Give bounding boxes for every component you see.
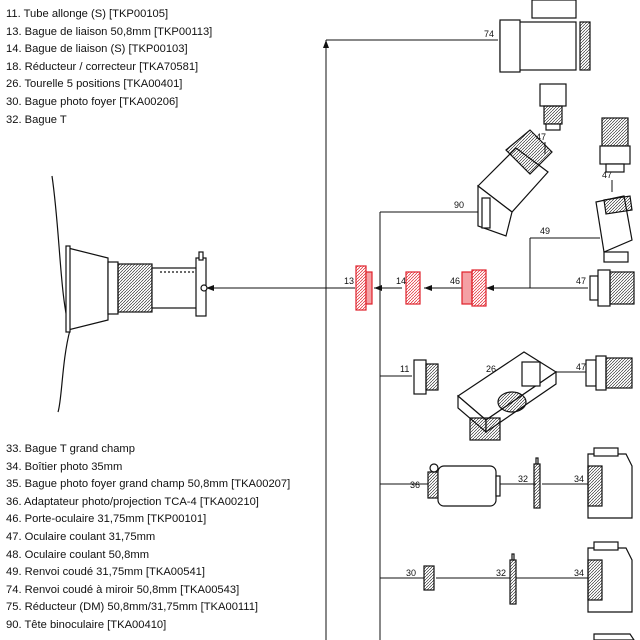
part-46-eyepiece-holder — [461, 269, 487, 307]
part-46-label: 46 — [450, 276, 460, 286]
legend-item: 13. Bague de liaison 50,8mm [TKP00113] — [6, 25, 213, 38]
part-camera-partial — [593, 633, 635, 640]
part-47-eyepiece-b — [599, 117, 631, 173]
part-26-turret — [457, 351, 558, 441]
part-49-label: 49 — [540, 226, 550, 236]
part-14-label: 14 — [396, 276, 406, 286]
part-49-diagonal — [595, 195, 633, 263]
part-36-label: 36 — [410, 480, 420, 490]
arrowheads — [206, 40, 494, 291]
part-26-label: 26 — [486, 364, 496, 374]
legend-item: 33. Bague T grand champ — [6, 443, 135, 455]
legend-top: 11. Tube allonge (S) [TKP00105] 13. Bagu… — [6, 6, 212, 129]
part-32-t-ring-a — [533, 457, 541, 509]
part-30-label: 30 — [406, 568, 416, 578]
part-11-extension-tube — [413, 359, 439, 395]
legend-item: 14. Bague de liaison (S) [TKP00103] — [6, 43, 188, 56]
legend-item: 32. Bague T — [6, 113, 67, 126]
legend-item: 48. Oculaire coulant 50,8mm — [6, 548, 150, 561]
legend-item: 18. Réducteur / correcteur [TKA70581] — [6, 60, 199, 73]
part-32a-label: 32 — [518, 474, 528, 484]
part-32b-label: 32 — [496, 568, 506, 578]
part-36-projection-adapter — [427, 463, 501, 507]
part-90-label: 90 — [454, 200, 464, 210]
part-13-ring — [355, 265, 373, 311]
legend-item: 26. Tourelle 5 positions [TKA00401] — [6, 78, 183, 91]
legend-item: 36. Adaptateur photo/projection TCA-4 [T… — [6, 495, 259, 508]
part-11-label: 11 — [400, 364, 409, 374]
connection-lines — [208, 39, 600, 640]
legend-item: 46. Porte-oculaire 31,75mm [TKP00101] — [6, 513, 207, 526]
part-34-camera-a — [587, 447, 633, 519]
legend-item: 11. Tube allonge (S) [TKP00105] — [6, 8, 169, 20]
part-47b-label: 47 — [602, 170, 612, 180]
part-47a-label: 47 — [536, 132, 546, 142]
part-14-ring — [405, 271, 421, 305]
legend-item: 35. Bague photo foyer grand champ 50,8mm… — [6, 478, 291, 491]
part-30-photo-ring — [423, 565, 435, 591]
part-90-binocular-head — [477, 129, 553, 237]
legend-item: 34. Boîtier photo 35mm — [6, 460, 123, 473]
part-13-label: 13 — [344, 276, 354, 286]
part-34a-label: 34 — [574, 474, 584, 484]
part-32-t-ring-b — [509, 553, 517, 605]
part-47-eyepiece-c — [589, 269, 635, 307]
legend-item: 49. Renvoi coudé 31,75mm [TKA00541] — [6, 566, 206, 579]
legend-item: 47. Oculaire coulant 31,75mm — [6, 530, 156, 543]
legend-item: 90. Tête binoculaire [TKA00410] — [6, 618, 167, 631]
legend-item: 75. Réducteur (DM) 50,8mm/31,75mm [TKA00… — [6, 601, 259, 614]
part-47-eyepiece-a — [539, 83, 567, 131]
legend-item: 74. Renvoi coudé à miroir 50,8mm [TKA005… — [6, 583, 240, 596]
legend-item: 30. Bague photo foyer [TKA00206] — [6, 95, 179, 108]
telescope-illustration — [51, 175, 208, 413]
legend-bottom: 33. Bague T grand champ 34. Boîtier phot… — [6, 441, 290, 635]
part-34-camera-b — [587, 541, 633, 613]
part-74-mirror-diagonal — [499, 0, 591, 73]
part-47c-label: 47 — [576, 276, 586, 286]
part-47d-label: 47 — [576, 362, 586, 372]
part-34b-label: 34 — [574, 568, 584, 578]
part-47-eyepiece-d — [585, 355, 633, 391]
part-74-label: 74 — [484, 29, 494, 39]
